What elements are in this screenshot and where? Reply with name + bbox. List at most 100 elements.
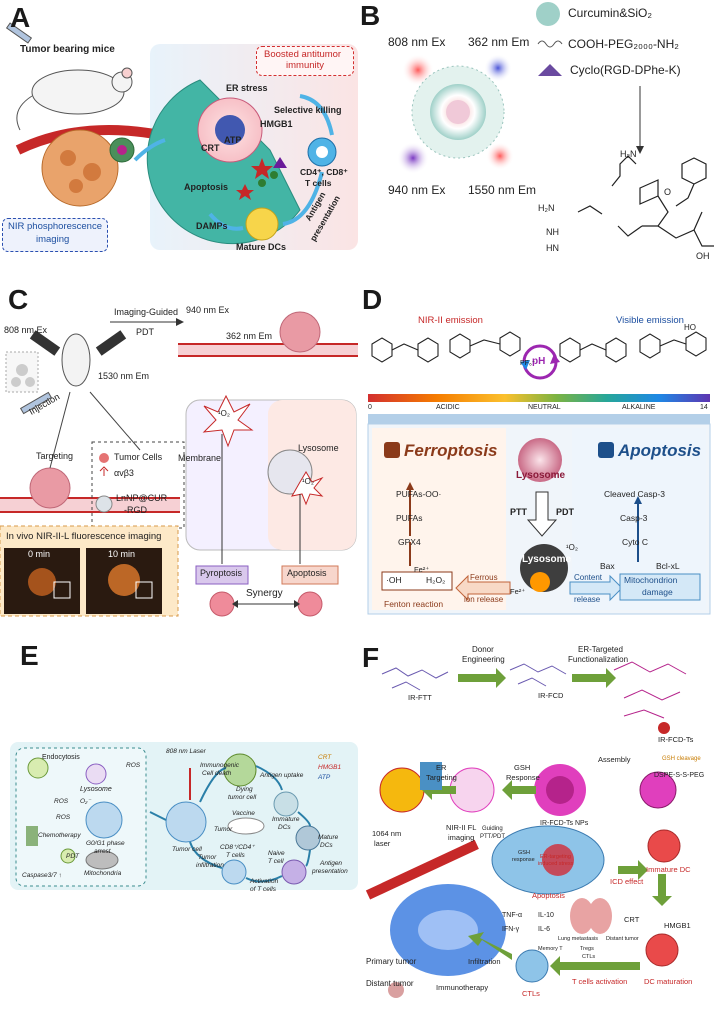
b-legend-peg: COOH-PEG₂₀₀₀-NH₂ — [568, 37, 679, 51]
panel-a-graphic — [5, 22, 358, 250]
b-nh: NH — [546, 227, 559, 237]
f-dspe: DSPE-S-S-PEG — [654, 772, 705, 779]
e-o2: O₂⁻ — [80, 798, 91, 805]
d-casp3: Casp-3 — [620, 513, 648, 523]
tumor-shape — [41, 129, 119, 207]
f-er-small-2: induced stress — [538, 861, 574, 867]
b-hn: HN — [546, 243, 559, 253]
f-gsh-response-2: Response — [506, 773, 540, 782]
c-membrane: Membrane — [178, 453, 222, 463]
e-hmgb1: HMGB1 — [318, 764, 342, 771]
f-il10: IL-10 — [538, 912, 554, 919]
e-crt: CRT — [318, 754, 332, 761]
e-mature-1: Mature — [318, 834, 339, 841]
c-targeting: Targeting — [36, 451, 74, 461]
laser-1530 — [95, 330, 127, 356]
panel-c-graphic — [0, 311, 358, 617]
mature-dc — [245, 207, 279, 241]
apoptosis-box-c — [281, 565, 339, 585]
tumor-mice-label: Tumor bearing mice — [20, 44, 115, 55]
ferroptosis-skull-icon — [384, 442, 400, 458]
c-ex940: 940 nm Ex — [186, 305, 230, 315]
nir-line2: imaging — [36, 234, 70, 245]
f-er-targeted-2: Functionalization — [568, 655, 629, 664]
e-laser: 808 nm Laser — [166, 748, 206, 755]
immature-dc-e — [273, 791, 299, 817]
panel-d: D NIR-II emission Visible emission pH PF… — [360, 282, 718, 620]
c-legend-np2: -RGD — [124, 505, 147, 515]
f-tcell-act: T cells activation — [572, 977, 628, 986]
d-gpx4: GPX4 — [398, 537, 421, 547]
dying-cell-e — [223, 753, 257, 787]
c-ex808: 808 nm Ex — [4, 325, 48, 335]
molecule-right — [559, 331, 707, 363]
e-tumor-cell: Tumor cell — [172, 846, 202, 853]
cell-e — [15, 747, 147, 887]
panel-d-letter: D — [362, 284, 383, 315]
panel-b: B 808 nm Ex 362 nm Em 940 nm Ex 1550 nm … — [358, 0, 718, 270]
panel-b-graphic — [397, 2, 714, 247]
e-mito: Mitochondria — [84, 870, 122, 877]
e-immature-2: DCs — [278, 824, 291, 831]
c-imaging-title: In vivo NIR-II-L fluorescence imaging — [6, 531, 162, 542]
c-em362: 362 nm Em — [226, 331, 273, 341]
ctls-f — [515, 949, 549, 983]
c-lysosome: Lysosome — [298, 443, 339, 453]
f-er-targeted-1: ER-Targeted — [578, 645, 623, 654]
e-dying-2: tumor cell — [228, 794, 257, 801]
d-apoptosis: Apoptosis — [618, 441, 702, 460]
d-mito1: Mitochondrion — [624, 575, 678, 585]
e-caspase: Caspase3/7 ↑ — [22, 872, 62, 879]
e-infil-2: infiltration — [196, 862, 224, 869]
f-gsh-response-1: GSH — [514, 763, 531, 772]
f-ifn: IFN-γ — [502, 926, 520, 933]
d-alkaline: ALKALINE — [622, 404, 656, 411]
d-content2: release — [574, 595, 601, 604]
panel-b-letter: B — [360, 0, 381, 31]
d-fe2: Fe²⁺ — [414, 565, 430, 574]
e-antigen-uptake: Antigen uptake — [260, 772, 304, 779]
panel-f-letter: F — [362, 642, 380, 673]
e-vaccine: Vaccine — [232, 810, 255, 817]
ir-fcd-molecule — [509, 663, 567, 687]
f-nir-fl-1: NIR-II FL — [446, 823, 477, 832]
d-ph: pH — [532, 356, 546, 367]
g0g1-cell — [85, 801, 123, 839]
lysosome-e — [85, 763, 107, 785]
d-content1: Content — [574, 573, 603, 582]
panel-d-graphic — [367, 331, 711, 615]
syringe-icon — [5, 22, 33, 44]
e-antigen-pres-1: Antigen — [320, 860, 343, 867]
e-cd8-2: T cells — [226, 852, 245, 859]
c-legend-np1: LnNP@CUR — [116, 493, 168, 503]
panel-e: E Endocytosis Lysosome ROS ROS ROS O₂⁻ C… — [0, 640, 360, 900]
c-pdt: PDT — [136, 327, 154, 337]
cd-line1: CD4⁺, CD8⁺ — [300, 167, 348, 177]
c-singlet2: ¹O₂ — [302, 477, 314, 486]
damps-label: DAMPs — [196, 221, 228, 231]
mature-dcs-label: Mature DCs — [236, 242, 287, 252]
laser-beam-f — [365, 839, 479, 900]
d-lysosome1: Lysosome — [516, 470, 566, 481]
b-o: O — [664, 187, 672, 197]
mouse-c — [61, 333, 91, 387]
pyroptosis-box — [195, 565, 249, 585]
panel-e-letter: E — [20, 640, 39, 671]
d-lysosome2: Lysosome — [522, 554, 572, 565]
b-h2n: H₂N — [620, 149, 637, 159]
b-hn-nh: H₂N — [538, 203, 555, 213]
tumor-top — [279, 311, 321, 353]
e-cd8-1: CD8⁺/CD4⁺ — [220, 844, 255, 851]
d-scale0: 0 — [368, 404, 372, 411]
f-icd: ICD effect — [610, 877, 644, 886]
c-time10: 10 min — [108, 549, 136, 559]
d-ferrous1: Ferrous — [470, 573, 498, 582]
d-ptt: PTT — [510, 507, 527, 517]
fenton-box — [381, 571, 453, 591]
hmgb1-label: HMGB1 — [260, 119, 293, 129]
mature-dc-e — [295, 825, 321, 851]
vessel-top — [178, 344, 358, 356]
f-apoptosis: Apoptosis — [532, 891, 565, 900]
d-pufas-oo: PUFAs-OO· — [396, 489, 442, 499]
c-time0-visible: 0 min — [28, 549, 51, 559]
